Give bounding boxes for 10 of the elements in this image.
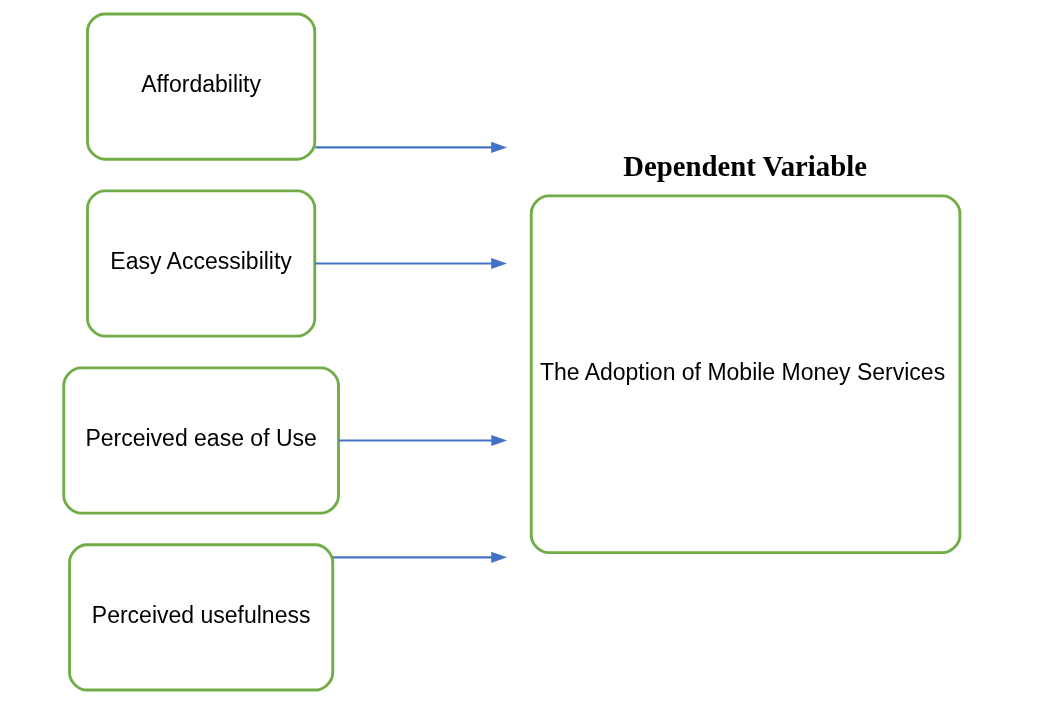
node-box: The Adoption of Mobile Money Services xyxy=(529,194,961,555)
arrow xyxy=(338,434,507,446)
node-box: Perceived ease of Use xyxy=(61,366,340,515)
arrow xyxy=(332,551,507,563)
arrow xyxy=(314,258,507,270)
node-box: Perceived usefulness xyxy=(67,543,334,692)
node-box: Easy Accessibility xyxy=(85,189,316,338)
node-box: Affordability xyxy=(85,12,316,161)
node-label: Dependent Variable xyxy=(622,149,867,182)
arrow xyxy=(314,141,507,153)
